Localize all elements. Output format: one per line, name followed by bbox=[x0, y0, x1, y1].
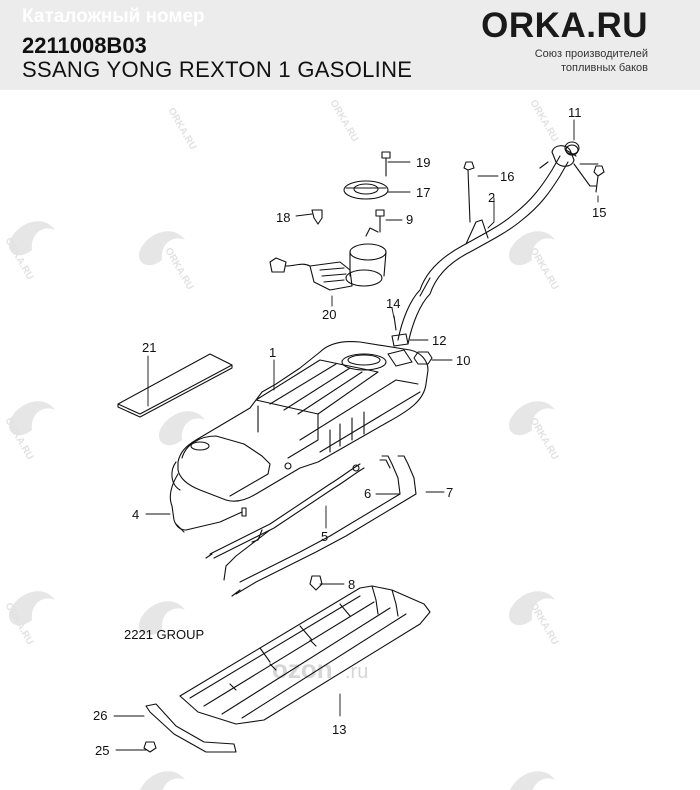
tagline-line-1: Союз производителей bbox=[534, 48, 648, 60]
svg-text:ORKA.RU: ORKA.RU bbox=[527, 98, 560, 144]
part-17-lock-ring[interactable] bbox=[343, 180, 389, 200]
callout-2: 2 bbox=[488, 190, 495, 205]
svg-text:ORKA.RU: ORKA.RU bbox=[527, 601, 560, 647]
part-number: 2211008B03 bbox=[22, 33, 147, 58]
part-15-bolt[interactable] bbox=[573, 163, 605, 193]
header-bar: Каталожный номер 2211008B03 SSANG YONG R… bbox=[0, 0, 700, 90]
part-6-pipe[interactable] bbox=[239, 455, 401, 583]
part-12-clamp[interactable] bbox=[391, 333, 409, 347]
part-18-clip[interactable] bbox=[311, 209, 323, 225]
callout-25: 25 bbox=[95, 743, 109, 758]
part-19-bolt[interactable] bbox=[381, 151, 391, 177]
brand-logo[interactable]: ORKA.RU bbox=[481, 6, 648, 45]
callout-18: 18 bbox=[276, 210, 290, 225]
callout-9: 9 bbox=[406, 212, 413, 227]
parts-drawing bbox=[113, 119, 605, 753]
leader-lines bbox=[113, 119, 599, 751]
part-21-pad[interactable] bbox=[117, 353, 233, 418]
callout-20: 20 bbox=[322, 307, 336, 322]
ozon-watermark: ozon bbox=[272, 654, 333, 684]
callout-12: 12 bbox=[432, 333, 446, 348]
svg-text:ORKA.RU: ORKA.RU bbox=[162, 246, 195, 292]
part-14-hose[interactable] bbox=[393, 315, 397, 331]
part-1-fuel-tank[interactable] bbox=[171, 340, 429, 502]
brand-tagline: Союз производителей топливных баков bbox=[478, 47, 648, 75]
callout-15: 15 bbox=[592, 205, 606, 220]
svg-text:ORKA.RU: ORKA.RU bbox=[327, 98, 360, 144]
callout-26: 26 bbox=[93, 708, 107, 723]
callout-16: 16 bbox=[500, 169, 514, 184]
watermark-layer bbox=[9, 221, 555, 790]
callout-19: 19 bbox=[416, 155, 430, 170]
part-13-skid-plate[interactable] bbox=[179, 585, 431, 725]
part-10-nut[interactable] bbox=[413, 351, 433, 365]
part-8-clip[interactable] bbox=[309, 575, 323, 591]
part-20-fuel-pump[interactable] bbox=[269, 227, 387, 291]
svg-text:ORKA.RU: ORKA.RU bbox=[165, 106, 198, 152]
callout-1: 1 bbox=[269, 345, 276, 360]
parts-diagram: ORKA.RU ORKA.RU ORKA.RU ORKA.RU ORKA.RU … bbox=[2, 98, 606, 790]
callout-8: 8 bbox=[348, 577, 355, 592]
svg-text:ORKA.RU: ORKA.RU bbox=[527, 246, 560, 292]
vehicle-title: SSANG YONG REXTON 1 GASOLINE bbox=[22, 57, 413, 82]
part-26-bracket[interactable] bbox=[145, 703, 237, 753]
callout-6: 6 bbox=[364, 486, 371, 501]
part-2-filler-pipe[interactable] bbox=[397, 144, 579, 345]
callout-4: 4 bbox=[132, 507, 139, 522]
callouts: 11 2 16 15 19 17 9 18 20 14 12 10 1 21 4… bbox=[93, 105, 606, 758]
ozon-watermark-tld: .ru bbox=[345, 661, 368, 683]
part-4-strap[interactable] bbox=[169, 473, 247, 533]
group-label: 2221 GROUP bbox=[124, 627, 204, 642]
watermark-text-layer: ORKA.RU ORKA.RU ORKA.RU ORKA.RU ORKA.RU … bbox=[2, 98, 560, 684]
callout-5: 5 bbox=[321, 529, 328, 544]
part-16-bolt[interactable] bbox=[463, 161, 475, 223]
callout-13: 13 bbox=[332, 722, 346, 737]
part-7-pipe[interactable] bbox=[231, 455, 417, 597]
callout-11: 11 bbox=[568, 105, 582, 120]
callout-14: 14 bbox=[386, 296, 400, 311]
callout-10: 10 bbox=[456, 353, 470, 368]
part-5-fuel-line[interactable] bbox=[205, 463, 365, 581]
catalog-label: Каталожный номер bbox=[22, 6, 205, 27]
part-25-bolt[interactable] bbox=[143, 741, 157, 753]
part-11-filler-cap[interactable] bbox=[564, 141, 580, 157]
svg-text:ORKA.RU: ORKA.RU bbox=[527, 416, 560, 462]
callout-7: 7 bbox=[446, 485, 453, 500]
tagline-line-2: топливных баков bbox=[561, 62, 648, 74]
callout-17: 17 bbox=[416, 185, 430, 200]
callout-21: 21 bbox=[142, 340, 156, 355]
part-9-bolt[interactable] bbox=[375, 209, 385, 233]
